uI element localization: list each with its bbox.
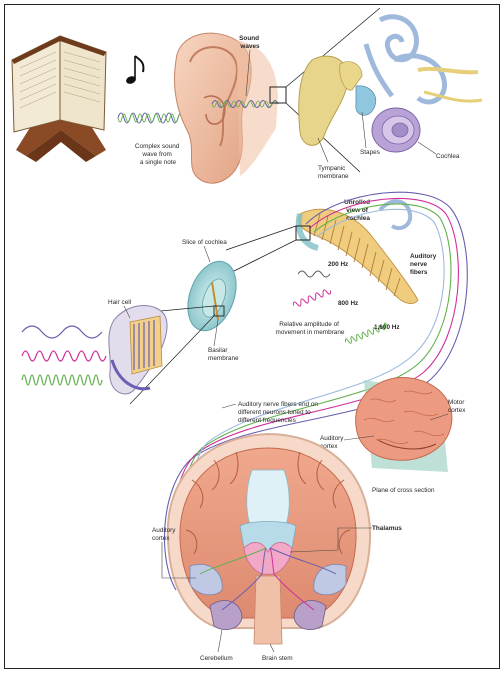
motor-cortex-label: Motor cortex — [448, 399, 466, 414]
small-brain-with-plane — [356, 378, 452, 472]
hz-200-label: 200 Hz — [328, 261, 348, 268]
middle-inner-ear — [299, 17, 482, 152]
brain-cross-section — [168, 434, 370, 644]
hz-1600-label: 1,600 Hz — [374, 324, 400, 331]
slice-of-cochlea-label: Slice of cochlea — [182, 239, 227, 246]
tympanic-label: Tympanic membrane — [318, 165, 349, 180]
left-waveforms — [22, 326, 106, 385]
stapes-label: Stapes — [360, 149, 380, 156]
relative-amplitude-label: Relative amplitude of movement in membra… — [276, 321, 345, 336]
outer-ear — [175, 33, 279, 183]
thalamus-label: Thalamus — [372, 525, 402, 532]
hair-cell — [109, 306, 167, 394]
hair-cell-label: Hair cell — [108, 299, 131, 306]
plane-label: Plane of cross section — [372, 487, 435, 494]
music-note-icon — [125, 56, 143, 85]
hz-800-label: 800 Hz — [338, 300, 358, 307]
basilar-label: Basilar membrane — [208, 347, 239, 362]
cerebellum-label: Cerebellum — [200, 655, 233, 662]
cochlea-label: Cochlea — [436, 153, 460, 160]
brain-stem-label: Brain stem — [262, 655, 293, 662]
book-on-stand-icon — [12, 36, 106, 162]
complex-wave-label: Complex sound wave from a single note — [135, 143, 181, 166]
sound-waves-label: Sound waves — [239, 35, 261, 50]
auditory-nerve-fibers-label: Auditory nerve fibers — [410, 253, 438, 276]
cochlea-slice — [179, 255, 245, 338]
